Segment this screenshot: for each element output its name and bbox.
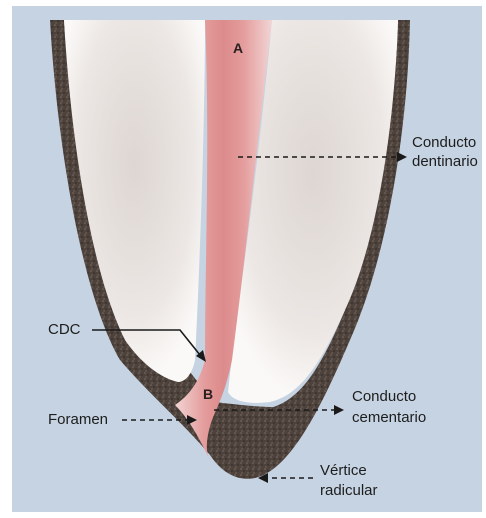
label-foramen: Foramen bbox=[48, 411, 108, 428]
label-conducto-dentinario-line1: Conducto bbox=[412, 134, 476, 151]
label-b: B bbox=[203, 386, 213, 402]
arrowhead-cementario bbox=[334, 405, 344, 415]
label-cdc: CDC bbox=[48, 321, 81, 338]
label-conducto-cementario-line2: cementario bbox=[352, 409, 426, 426]
arrowhead-dentinario bbox=[397, 152, 407, 162]
label-a: A bbox=[233, 40, 243, 56]
dentin-left bbox=[64, 20, 205, 382]
label-vertice-line1: Vértice bbox=[320, 462, 367, 479]
label-conducto-cementario-line1: Conducto bbox=[352, 388, 416, 405]
label-conducto-dentinario-line2: dentinario bbox=[412, 153, 478, 170]
label-vertice-line2: radicular bbox=[320, 482, 378, 499]
